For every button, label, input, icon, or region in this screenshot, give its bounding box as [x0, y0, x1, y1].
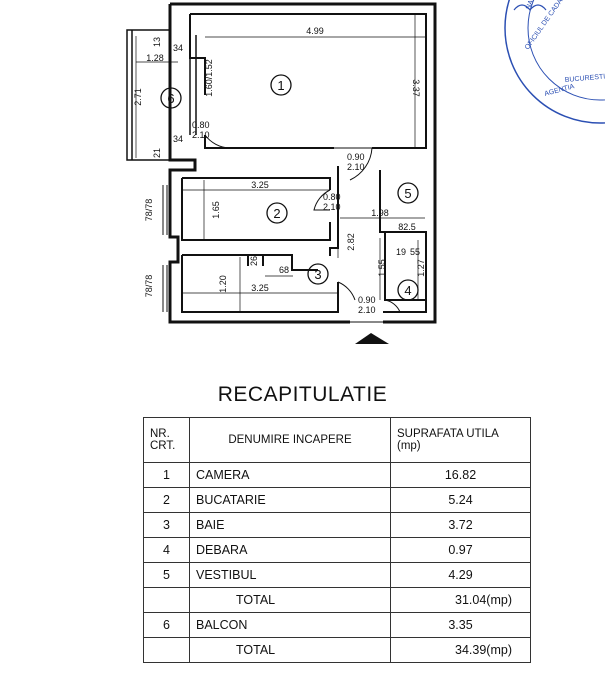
dim-balcony-width: 1.28 [146, 53, 164, 63]
table-row: 1 CAMERA 16.82 [143, 462, 531, 488]
room-number-1: 1 [277, 78, 284, 93]
stamp-text-3: BUCURESTI [565, 73, 605, 84]
room-number-5: 5 [404, 186, 411, 201]
dim-wall-34-top: 34 [173, 43, 183, 53]
subtotal-label: TOTAL [189, 587, 391, 613]
table-row: 5 VESTIBUL 4.29 [143, 562, 531, 588]
dim-camera-height: 3.37 [411, 79, 421, 97]
row-nr: 2 [143, 487, 190, 513]
dim-hall-width: 1.98 [371, 208, 389, 218]
row-name: BUCATARIE [189, 487, 391, 513]
dim-window-height: 1.60/1.52 [204, 59, 214, 97]
total-nr-empty [143, 637, 190, 663]
room-number-markers [160, 74, 419, 301]
dim-bath-26: 26 [249, 256, 259, 266]
inner-walls [181, 13, 427, 313]
dim-kitchen-width: 3.25 [251, 180, 269, 190]
row-name: DEBARA [189, 537, 391, 563]
row-name: CAMERA [189, 462, 391, 488]
dim-bath-height: 1.20 [218, 275, 228, 293]
recap-title: RECAPITULATIE [217, 383, 388, 406]
dim-bath-window: 78/78 [144, 275, 154, 298]
balcony-row: 6 BALCON 3.35 [143, 612, 531, 638]
dimension-lines [135, 15, 425, 311]
room-number-3: 3 [314, 267, 321, 282]
dim-balcony-height: 2.71 [133, 88, 143, 106]
row-nr: 5 [143, 562, 190, 588]
total-value: 34.39(mp) [390, 637, 531, 663]
balcony [126, 29, 197, 161]
recap-table: NR. CRT. DENUMIRE INCAPERE SUPRAFATA UTI… [143, 417, 531, 663]
subtotal-value: 31.04(mp) [390, 587, 531, 613]
subtotal-row: TOTAL 31.04(mp) [143, 587, 531, 613]
cadastre-stamp: NATIONALA OFICIUL DE CADASTRU BUCURESTI … [504, 0, 605, 124]
header-name: DENUMIRE INCAPERE [189, 417, 391, 463]
header-area: SUPRAFATA UTILA (mp) [390, 417, 531, 463]
dim-closet-width: 82.5 [398, 222, 416, 232]
row-name: BALCON [189, 612, 391, 638]
dim-closet-155: 1.55 [377, 259, 387, 277]
header-nr: NR. CRT. [143, 417, 190, 463]
row-area: 5.24 [390, 487, 531, 513]
dim-closet-19: 19 [396, 247, 406, 257]
row-name: BAIE [189, 512, 391, 538]
room-number-4: 4 [404, 283, 411, 298]
dim-bath-width: 3.25 [251, 283, 269, 293]
total-label: TOTAL [189, 637, 391, 663]
floor-plan: 1 2 3 4 5 6 4.99 3.37 1.28 2.71 1.60/1.5… [126, 0, 605, 344]
table-row: 4 DEBARA 0.97 [143, 537, 531, 563]
room-number-2: 2 [273, 206, 280, 221]
windows [162, 185, 168, 312]
total-row: TOTAL 34.39(mp) [143, 637, 531, 663]
dim-bath-68: 68 [279, 265, 289, 275]
dim-wall-13: 13 [152, 37, 162, 47]
entrance-arrow [355, 333, 389, 344]
row-nr: 3 [143, 512, 190, 538]
dim-kitchen-window: 78/78 [144, 199, 154, 222]
subtotal-nr-empty [143, 587, 190, 613]
table-row: 2 BUCATARIE 5.24 [143, 487, 531, 513]
dim-hall-depth: 2.82 [346, 233, 356, 251]
stamp-text-4: AGENTIA [544, 83, 576, 98]
row-name: VESTIBUL [189, 562, 391, 588]
dim-closet-55: 55 [410, 247, 420, 257]
row-area: 4.29 [390, 562, 531, 588]
dim-kitchen-height: 1.65 [211, 201, 221, 219]
outer-walls [168, 2, 437, 324]
door-swings [204, 134, 401, 323]
row-area: 16.82 [390, 462, 531, 488]
dim-closet-127: 1.27 [416, 259, 426, 277]
dim-wall-21: 21 [152, 148, 162, 158]
row-nr: 1 [143, 462, 190, 488]
table-header-row: NR. CRT. DENUMIRE INCAPERE SUPRAFATA UTI… [143, 417, 531, 463]
row-nr: 4 [143, 537, 190, 563]
row-area: 3.72 [390, 512, 531, 538]
row-area: 3.35 [390, 612, 531, 638]
row-nr: 6 [143, 612, 190, 638]
room-number-6: 6 [167, 91, 174, 106]
row-area: 0.97 [390, 537, 531, 563]
table-row: 3 BAIE 3.72 [143, 512, 531, 538]
dim-camera-width: 4.99 [306, 26, 324, 36]
dim-wall-34-bottom: 34 [173, 134, 183, 144]
